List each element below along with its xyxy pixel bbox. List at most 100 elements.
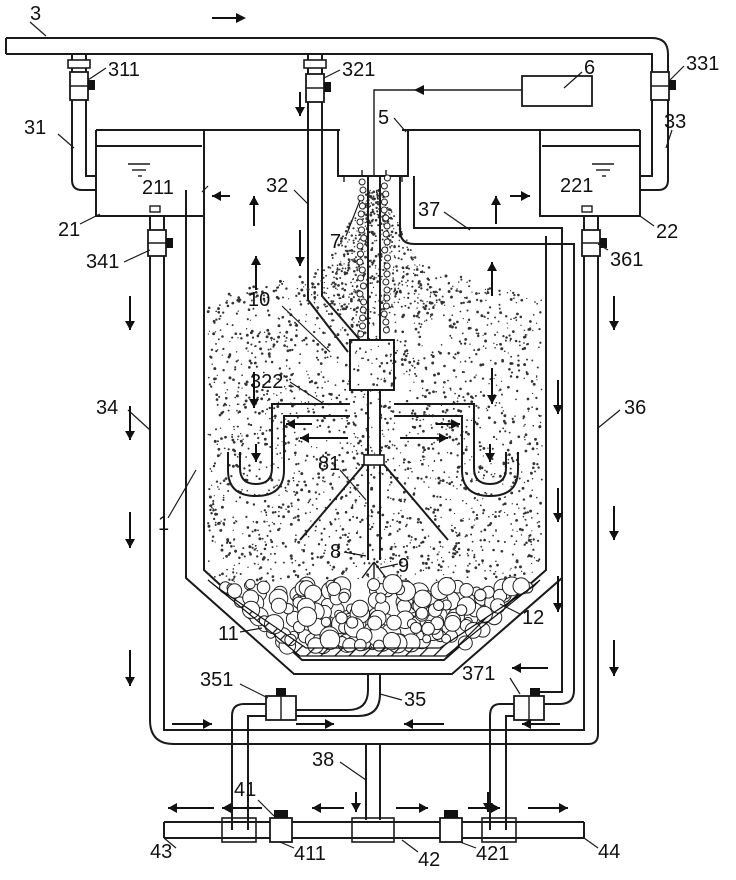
particle-dot [220, 437, 223, 440]
flow-arrow [125, 512, 135, 548]
particle-dot [536, 302, 539, 305]
particle-dot [208, 529, 211, 532]
particle-dot [371, 275, 374, 278]
particle-dot [410, 536, 413, 539]
particle-dot [239, 432, 242, 435]
particle-dot [494, 316, 497, 319]
particle-dot [259, 426, 262, 429]
particle-dot [310, 379, 314, 383]
particle-dot [228, 376, 232, 380]
particle-dot [396, 339, 399, 342]
particle-dot [255, 390, 258, 392]
particle-dot [387, 342, 391, 345]
particle-dot [374, 219, 378, 222]
particle-dot [313, 296, 317, 299]
particle-dot [403, 498, 407, 502]
particle-dot [256, 288, 259, 290]
particle-dot [338, 268, 341, 271]
particle-dot [482, 477, 485, 480]
particle-dot [471, 291, 473, 293]
particle-dot [476, 334, 480, 338]
particle-dot [458, 340, 462, 343]
flow-arrow [172, 719, 212, 729]
particle-dot [368, 562, 371, 565]
particle-dot [440, 404, 443, 407]
flow-arrow [436, 419, 460, 429]
particle-dot [358, 347, 362, 350]
particle-dot [231, 578, 234, 582]
particle-dot [328, 430, 331, 433]
bubble [358, 178, 366, 186]
particle-dot [312, 411, 316, 414]
particle-dot [380, 301, 384, 305]
particle-dot [271, 575, 275, 578]
particle-dot [398, 411, 401, 414]
particle-dot [336, 270, 338, 273]
particle-dot [523, 342, 525, 344]
particle-dot [430, 354, 433, 357]
particle-dot [479, 504, 482, 507]
particle-dot [329, 521, 332, 524]
particle-dot [394, 257, 397, 259]
particle-dot [323, 476, 325, 478]
particle-dot [537, 539, 540, 542]
particle-dot [357, 577, 359, 580]
particle-dot [331, 270, 334, 274]
particle-dot [425, 319, 428, 322]
bubble [360, 234, 368, 242]
particle-dot [288, 298, 290, 300]
particle-dot [384, 558, 386, 560]
particle-dot [462, 517, 464, 520]
particle-dot [211, 363, 214, 365]
ball [256, 580, 271, 595]
particle-dot [384, 417, 387, 421]
particle-dot [443, 364, 446, 368]
particle-dot [348, 532, 350, 535]
particle-dot [419, 459, 422, 462]
particle-dot [419, 521, 423, 524]
particle-dot [501, 393, 503, 396]
particle-dot [355, 502, 357, 504]
particle-dot [318, 519, 321, 522]
particle-dot [383, 406, 385, 409]
particle-dot [369, 259, 372, 262]
particle-dot [304, 336, 308, 340]
particle-dot [290, 502, 293, 505]
particle-dot [431, 318, 433, 320]
particle-dot [524, 334, 527, 336]
particle-dot [465, 425, 468, 428]
particle-dot [381, 275, 383, 278]
particle-dot [526, 511, 530, 514]
bubble [358, 226, 365, 234]
bubble [382, 326, 390, 334]
particle-dot [370, 473, 373, 476]
particle-dot [214, 521, 217, 524]
particle-dot [280, 421, 283, 424]
particle-dot [331, 488, 334, 490]
flow-arrow-top [212, 13, 246, 23]
particle-dot [366, 573, 370, 577]
particle-dot [349, 491, 352, 494]
particle-dot [464, 471, 467, 474]
particle-dot [475, 328, 478, 332]
particle-dot [526, 479, 530, 483]
flow-arrow [485, 444, 495, 462]
particle-dot [388, 311, 391, 314]
particle-dot [438, 298, 441, 301]
particle-dot [467, 570, 470, 573]
particle-dot [354, 291, 357, 294]
particle-dot [284, 340, 286, 343]
particle-dot [433, 459, 436, 462]
particle-dot [460, 278, 463, 281]
particle-dot [471, 540, 474, 543]
particle-dot [369, 189, 371, 192]
particle-dot [394, 287, 396, 290]
valve-371 [513, 688, 545, 721]
particle-dot [408, 516, 412, 520]
particle-dot [388, 372, 392, 375]
particle-dot [375, 294, 377, 297]
particle-dot [494, 570, 497, 573]
particle-dot [431, 361, 435, 365]
particle-dot [425, 407, 429, 411]
particle-dot [446, 424, 449, 427]
